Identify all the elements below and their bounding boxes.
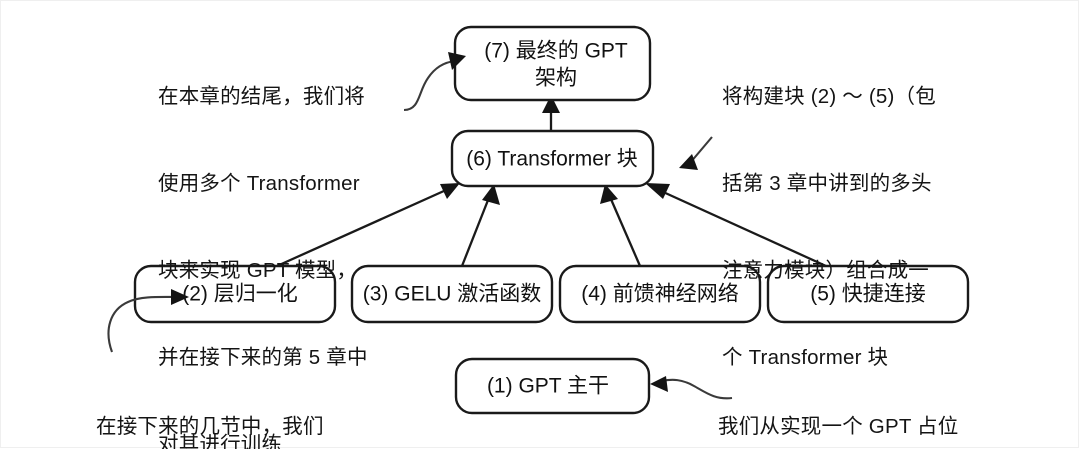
annotation-bottom-left-line-1: 在接下来的几节中，我们 — [96, 415, 324, 438]
box7-label-line2: 架构 — [535, 67, 577, 90]
annotation-bottom-left: 在接下来的几节中，我们 将实现 GPT 模型中使用 的构建块 (2) ～ (5) — [96, 354, 324, 449]
annotation-bottom-right-line-1: 我们从实现一个 GPT 占位 — [718, 415, 959, 438]
box-feedforward-network[interactable]: (4) 前馈神经网络 — [558, 264, 762, 324]
annotation-top-right-line-2: 括第 3 章中讲到的多头 — [722, 172, 932, 195]
annotation-top-left: 在本章的结尾，我们将 使用多个 Transformer 块来实现 GPT 模型，… — [158, 24, 368, 449]
annotation-top-left-line-5: 对其进行训练 — [158, 433, 283, 449]
annotation-top-right-line-4: 个 Transformer 块 — [722, 346, 889, 369]
box2-label: (2) 层归一化 — [182, 283, 298, 306]
annotation-top-left-line-1: 在本章的结尾，我们将 — [158, 85, 365, 108]
annotation-bottom-right: 我们从实现一个 GPT 占位 符模型开始本章内容，以 便了解模型的整体结构 — [718, 354, 958, 449]
box-final-gpt-architecture[interactable]: (7) 最终的 GPT 架构 — [453, 25, 652, 102]
connector-box4-to-box6 — [600, 184, 642, 267]
connector-box6-to-box7 — [542, 95, 560, 131]
box-transformer-block[interactable]: (6) Transformer 块 — [450, 129, 655, 188]
annotation-top-left-line-4: 并在接下来的第 5 章中 — [158, 346, 368, 369]
annotation-top-right-line-3: 注意力模块）组合成一 — [722, 259, 929, 282]
leader-bottom-left — [107, 289, 189, 353]
box4-label: (4) 前馈神经网络 — [581, 283, 739, 306]
box-gpt-backbone[interactable]: (1) GPT 主干 — [454, 357, 651, 415]
box3-label: (3) GELU 激活函数 — [363, 283, 542, 306]
annotation-top-right: 将构建块 (2) ～ (5)（包 括第 3 章中讲到的多头 注意力模块）组合成一… — [722, 24, 936, 430]
annotation-top-left-line-2: 使用多个 Transformer — [158, 172, 360, 195]
box5-label: (5) 快捷连接 — [810, 283, 926, 306]
annotation-top-left-line-3: 块来实现 GPT 模型， — [158, 259, 358, 282]
leader-top-left — [403, 52, 466, 112]
box7-label-line1: (7) 最终的 GPT — [484, 40, 628, 63]
leader-top-right — [679, 136, 713, 170]
connector-box5-to-box6 — [645, 183, 827, 268]
box1-label: (1) GPT 主干 — [487, 375, 609, 398]
leader-bottom-right — [650, 376, 733, 400]
box6-label: (6) Transformer 块 — [466, 148, 638, 171]
box-shortcut-connection[interactable]: (5) 快捷连接 — [766, 264, 970, 324]
connector-box2-to-box6 — [276, 183, 460, 268]
annotation-top-right-line-1: 将构建块 (2) ～ (5)（包 — [722, 85, 936, 108]
box-layer-normalization[interactable]: (2) 层归一化 — [133, 264, 337, 324]
connector-box3-to-box6 — [460, 184, 500, 267]
box-gelu-activation[interactable]: (3) GELU 激活函数 — [350, 264, 554, 324]
